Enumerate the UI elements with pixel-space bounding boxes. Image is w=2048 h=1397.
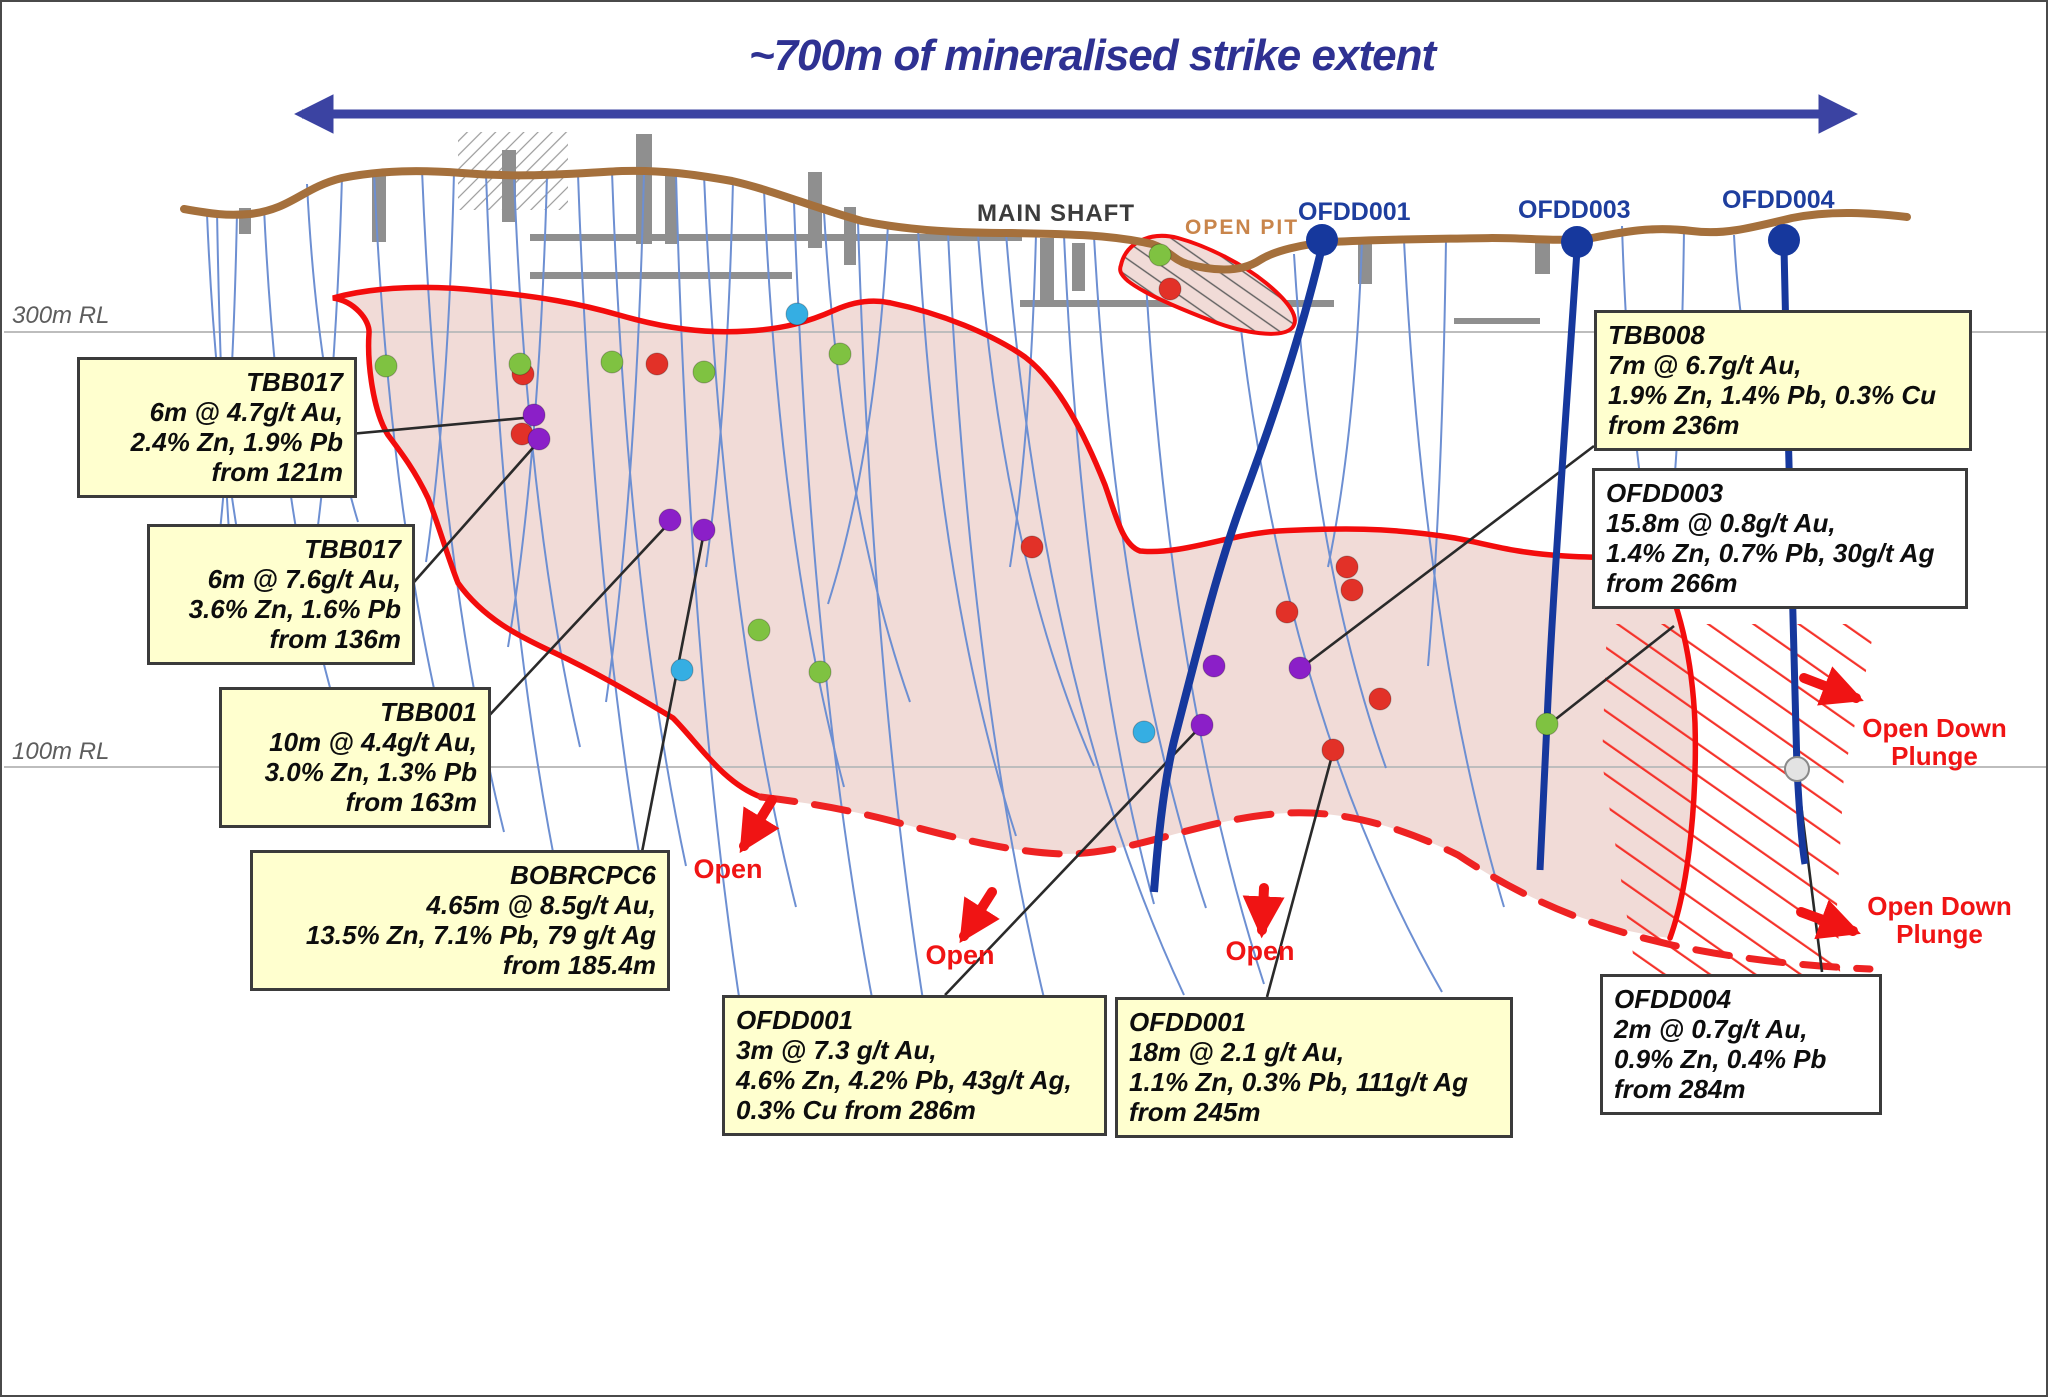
ofdd004-collar (1768, 224, 1800, 256)
open-label-1: Open (693, 854, 763, 884)
intercept-dot-purple (522, 403, 546, 427)
intercept-dot-red (645, 352, 669, 376)
callout-title: OFDD001 (1129, 1007, 1247, 1037)
ofdd003-collar (1561, 226, 1593, 258)
ofdd001-label: OFDD001 (1298, 198, 1411, 226)
callout-title: OFDD001 (736, 1005, 854, 1035)
open-label-3: Open (1225, 936, 1295, 966)
callout-tbb001: TBB001 10m @ 4.4g/t Au, 3.0% Zn, 1.3% Pb… (219, 687, 491, 828)
open-down-plunge-label-2: Open Down Plunge (1867, 891, 2012, 950)
mineralised-zone-fill (333, 287, 1696, 938)
callout-title: TBB008 (1608, 320, 1705, 350)
ofdd003-trace (1536, 249, 1581, 871)
intercept-dot-gray (1784, 756, 1810, 782)
intercept-dot-green (508, 352, 532, 376)
intercept-dot-red (1020, 535, 1044, 559)
intercept-dot-cyan (785, 302, 809, 326)
elevation-label-300: 300m RL (12, 302, 110, 329)
intercept-dot-purple (1202, 654, 1226, 678)
intercept-dot-red (1368, 687, 1392, 711)
figure-title: ~700m of mineralised strike extent (748, 31, 1436, 80)
open-pit-zone-outline (1118, 233, 1297, 336)
intercept-dot-green (1535, 712, 1559, 736)
intercept-dot-purple (527, 427, 551, 451)
intercept-dot-red (1321, 738, 1345, 762)
intercept-dot-red (1335, 555, 1359, 579)
ofdd001-collar (1306, 224, 1338, 256)
open-down-plunge-hatch (1602, 624, 1875, 1010)
elevation-label-100: 100m RL (12, 738, 110, 765)
callout-bobrcpc6: BOBRCPC6 4.65m @ 8.5g/t Au, 13.5% Zn, 7.… (250, 850, 670, 991)
callout-title: OFDD004 (1614, 984, 1732, 1014)
callout-ofdd004: OFDD004 2m @ 0.7g/t Au, 0.9% Zn, 0.4% Pb… (1600, 974, 1882, 1115)
leader-lines (349, 415, 1824, 998)
intercept-dot-green (374, 354, 398, 378)
main-shaft-label: MAIN SHAFT (977, 200, 1135, 227)
intercept-dot-green (808, 660, 832, 684)
callout-ofdd003: OFDD003 15.8m @ 0.8g/t Au, 1.4% Zn, 0.7%… (1592, 468, 1968, 609)
ofdd003-label: OFDD003 (1518, 196, 1631, 224)
intercept-dot-green (600, 350, 624, 374)
callout-ofdd001-a: OFDD001 3m @ 7.3 g/t Au, 4.6% Zn, 4.2% P… (722, 995, 1107, 1136)
ofdd004-label: OFDD004 (1722, 186, 1835, 214)
intercept-dot-green (692, 360, 716, 384)
open-down-plunge-label-1: Open Down Plunge (1862, 713, 2007, 772)
callout-tbb008: TBB008 7m @ 6.7g/t Au, 1.9% Zn, 1.4% Pb,… (1594, 310, 1972, 451)
callout-title: OFDD003 (1606, 478, 1724, 508)
intercept-dot-purple (658, 508, 682, 532)
intercept-dot-purple (1190, 713, 1214, 737)
intercept-dot-purple (692, 518, 716, 542)
open-pit-label: OPEN PIT (1185, 216, 1300, 239)
callout-tbb017-b: TBB017 6m @ 7.6g/t Au, 3.6% Zn, 1.6% Pb … (147, 524, 415, 665)
intercept-dot-red (1275, 600, 1299, 624)
intercept-dot-cyan (1132, 720, 1156, 744)
intercept-markers (374, 243, 1810, 782)
mineralised-zone-open-boundary (757, 793, 1874, 973)
callout-title: BOBRCPC6 (510, 860, 656, 890)
ofdd001-trace (1150, 246, 1326, 893)
intercept-dot-green (747, 618, 771, 642)
callout-title: TBB017 (246, 367, 343, 397)
callout-tbb017-a: TBB017 6m @ 4.7g/t Au, 2.4% Zn, 1.9% Pb … (77, 357, 357, 498)
open-arrows (739, 666, 1864, 944)
intercept-dot-red (1340, 578, 1364, 602)
intercept-dot-green (828, 342, 852, 366)
callout-title: TBB001 (380, 697, 477, 727)
callout-title: TBB017 (304, 534, 401, 564)
mineralised-zone-outline (332, 284, 1699, 941)
open-label-2: Open (925, 940, 995, 970)
intercept-dot-green (1148, 243, 1172, 267)
intercept-dot-cyan (670, 658, 694, 682)
intercept-dot-red (1158, 277, 1182, 301)
callout-ofdd001-b: OFDD001 18m @ 2.1 g/t Au, 1.1% Zn, 0.3% … (1115, 997, 1513, 1138)
surface-line (180, 166, 1911, 274)
intercept-dot-purple (1288, 656, 1312, 680)
